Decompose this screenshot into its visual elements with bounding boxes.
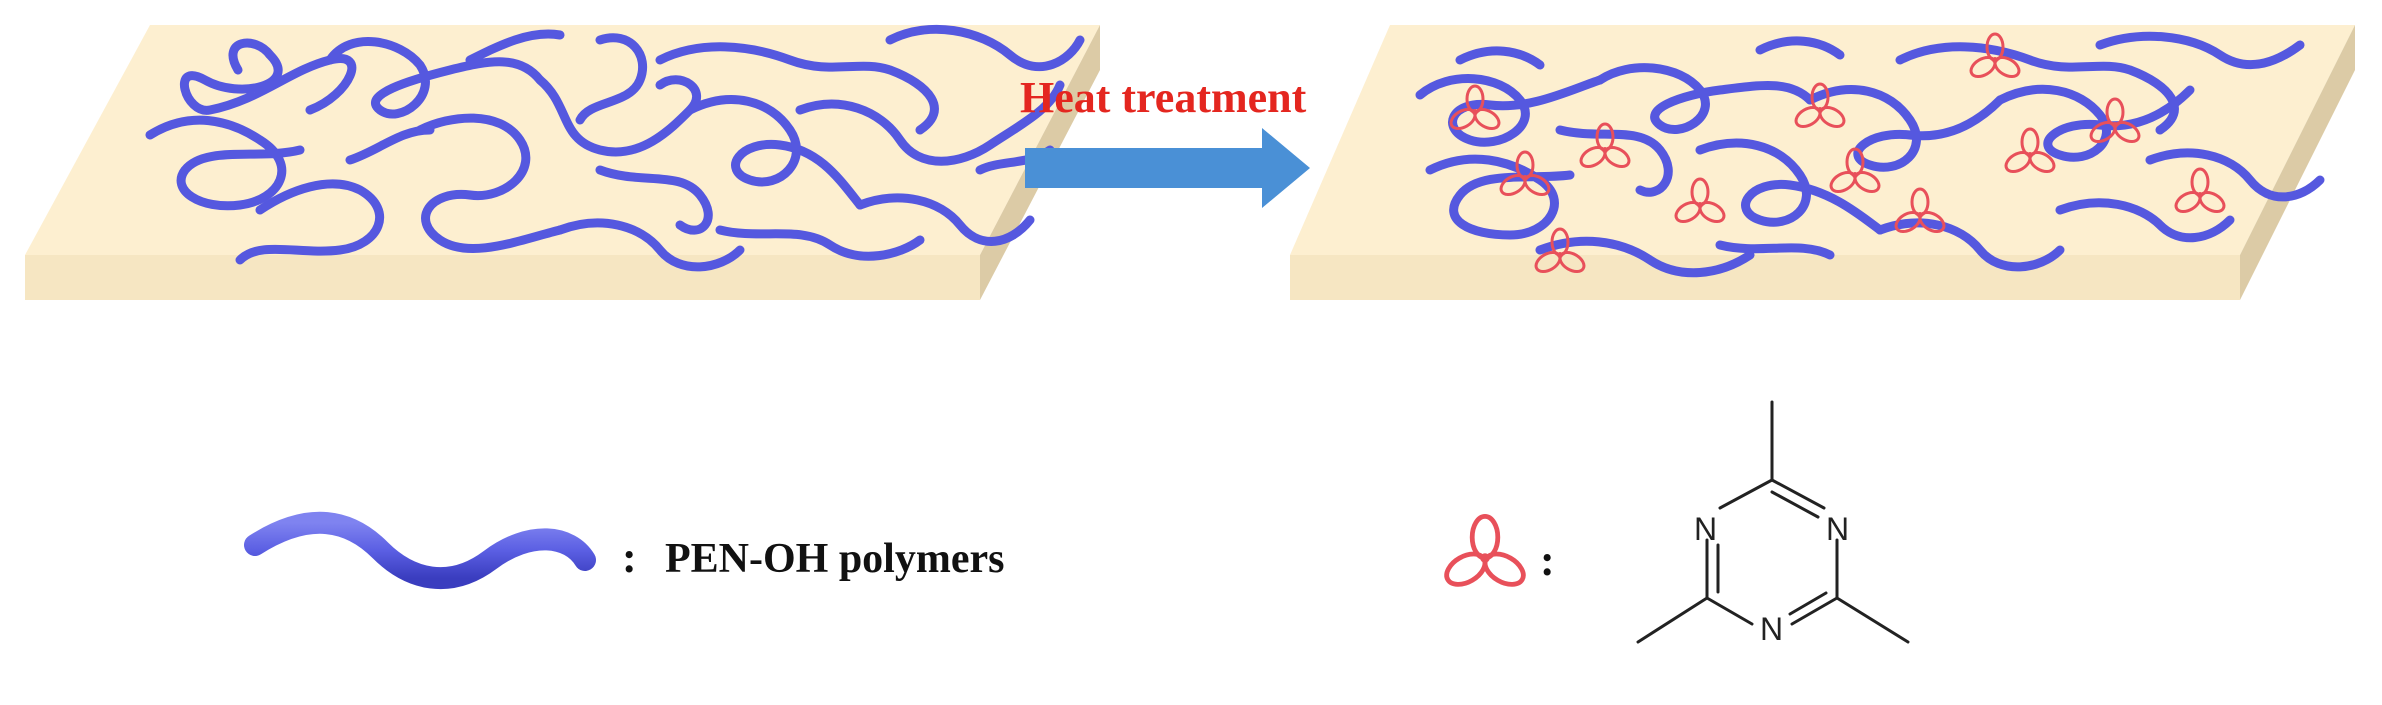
legend-crosslink-separator: :: [1540, 536, 1555, 585]
polymer-network-before: [145, 24, 1085, 272]
triazine-crosslink-icon: [1441, 516, 1528, 590]
triazine-atom-n3: N: [1760, 611, 1783, 647]
heat-treatment-label: Heat treatment: [1020, 73, 1307, 122]
legend-polymer-icon: [244, 511, 596, 590]
heat-treatment-arrow: [1025, 128, 1310, 208]
triazine-atom-n1: N: [1694, 511, 1717, 547]
legend-polymer-separator: :: [622, 533, 637, 582]
legend-polymer-label: PEN-OH polymers: [665, 536, 1004, 582]
polymer-network-after: [1415, 31, 2325, 278]
triazine-atom-n2: N: [1826, 511, 1849, 547]
substrate-before: [25, 25, 1100, 300]
triazine-structure: [1636, 400, 1910, 644]
